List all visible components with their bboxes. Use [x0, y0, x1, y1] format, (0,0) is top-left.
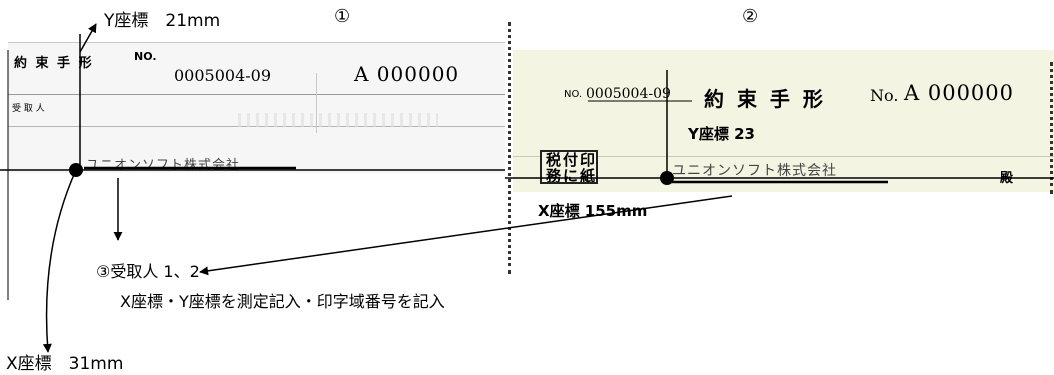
- bill-no-value: 0005004-09: [586, 86, 671, 102]
- stub-divider: [8, 94, 505, 95]
- panel-number-2: ②: [742, 6, 759, 27]
- panel-separator-1: [508, 22, 511, 274]
- note-line-2: X座標・Y座標を測定記入・印字域番号を記入: [120, 292, 445, 311]
- note-line-1: ③受取人 1、2: [96, 262, 200, 281]
- y-stub-arrow: [79, 23, 97, 53]
- stub-payee-label: 受 取 人: [12, 104, 45, 114]
- stub-no-value: 0005004-09: [174, 66, 272, 85]
- stub-title: 約 束 手 形: [14, 56, 94, 71]
- stub-no-label: NO.: [134, 50, 157, 63]
- stub-panel: [8, 42, 505, 173]
- bill-no-label: NO.: [564, 89, 583, 100]
- y-stub-label: Y座標 21mm: [104, 11, 221, 31]
- bill-code: A 000000: [904, 81, 1015, 105]
- x-stub-label: X座標 31mm: [6, 354, 124, 374]
- y-bill-label: Y座標 23: [688, 125, 755, 143]
- bill-title: 約 束 手 形: [704, 87, 826, 111]
- panel-separator-2: [1050, 62, 1053, 194]
- panel-number-1: ①: [334, 6, 351, 27]
- bill-origin-dot: [660, 171, 674, 185]
- bill-to-note-arrow: [199, 195, 733, 276]
- x-stub-arrow: [42, 169, 77, 353]
- stub-faint-print: [238, 113, 438, 127]
- bill-rule: [513, 156, 1054, 157]
- bill-panel: [513, 50, 1054, 192]
- bill-no-label-2: No.: [870, 86, 899, 105]
- bill-payee-name: ユニオンソフト株式会社: [672, 163, 837, 179]
- stub-code: A 000000: [354, 62, 460, 86]
- stub-cut-line: [316, 73, 317, 133]
- x-bill-label: X座標 155mm: [538, 202, 648, 220]
